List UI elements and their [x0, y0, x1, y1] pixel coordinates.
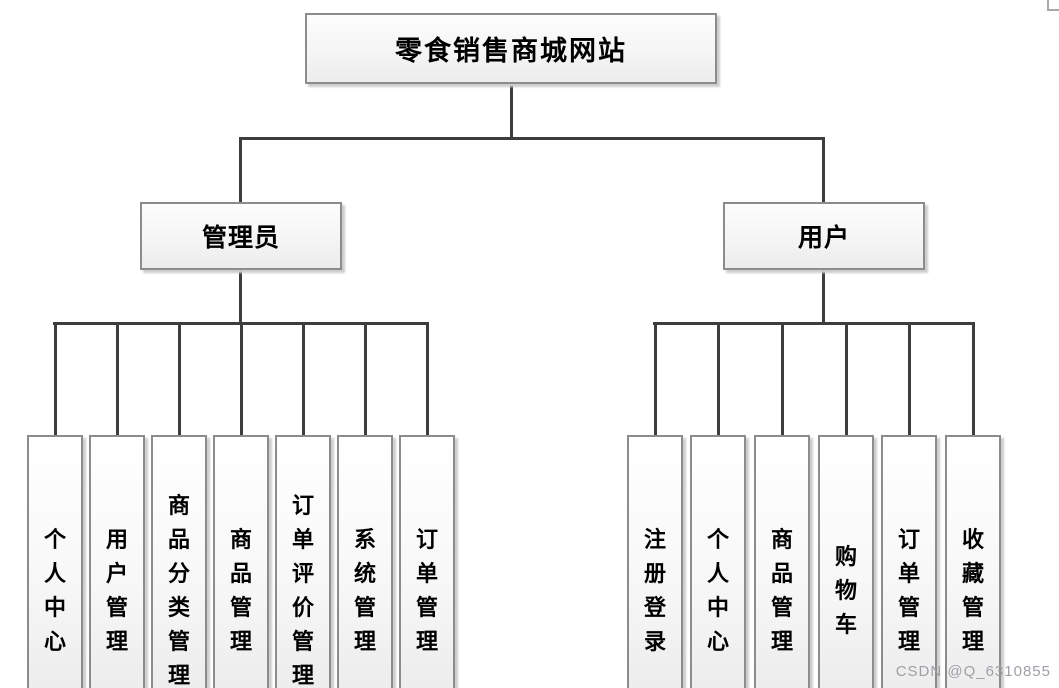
window-corner-mark	[1047, 9, 1059, 11]
leaf-label: 注 册 登 录	[643, 527, 666, 654]
connector-admin-leaf-7	[425, 322, 429, 437]
connector-user-leaf-3	[780, 322, 784, 437]
leaf-node-favorites-management: 收 藏 管 理	[945, 435, 1001, 688]
leaf-label: 商 品 管 理	[770, 527, 793, 654]
leaf-label: 个 人 中 心	[706, 527, 729, 654]
leaf-label: 商 品 管 理	[229, 527, 252, 654]
leaf-node-shopping-cart: 购 物 车	[818, 435, 874, 688]
leaf-node-product-management-admin: 商 品 管 理	[213, 435, 269, 688]
leaf-label: 商 品 分 类 管 理	[167, 493, 190, 688]
leaf-label: 购 物 车	[834, 544, 857, 637]
leaf-label: 收 藏 管 理	[961, 527, 984, 654]
connector-user-leaf-5	[907, 322, 911, 437]
leaf-label: 订 单 管 理	[415, 527, 438, 654]
connector-user-bus	[653, 322, 974, 325]
leaf-label: 订 单 评 价 管 理	[291, 493, 314, 688]
connector-admin-leaf-2	[115, 322, 119, 437]
connector-user-leaf-1	[653, 322, 657, 437]
leaf-label: 订 单 管 理	[897, 527, 920, 654]
leaf-node-personal-center-admin: 个 人 中 心	[27, 435, 83, 688]
leaf-node-register-login: 注 册 登 录	[627, 435, 683, 688]
leaf-node-product-category-management: 商 品 分 类 管 理	[151, 435, 207, 688]
leaf-label: 系 统 管 理	[353, 527, 376, 654]
branch-node-admin-label: 管理员	[201, 225, 280, 252]
connector-user-stem	[822, 269, 825, 325]
watermark: CSDN @Q_6310855	[895, 663, 1051, 680]
connector-admin-leaf-3	[177, 322, 181, 437]
leaf-node-system-management: 系 统 管 理	[337, 435, 393, 688]
connector-root-stem	[510, 84, 513, 140]
leaf-node-product-management-user: 商 品 管 理	[754, 435, 810, 688]
connector-user-leaf-4	[844, 322, 848, 437]
leaf-node-order-management-admin: 订 单 管 理	[399, 435, 455, 688]
branch-node-user-label: 用户	[797, 225, 850, 252]
branch-node-admin: 管理员	[140, 202, 342, 270]
window-corner-mark	[1047, 0, 1049, 10]
leaf-label: 个 人 中 心	[43, 527, 66, 654]
connector-admin-stem	[239, 268, 242, 325]
connector-user-leaf-2	[716, 322, 720, 437]
leaf-node-user-management: 用 户 管 理	[89, 435, 145, 688]
leaf-node-order-management-user: 订 单 管 理	[881, 435, 937, 688]
leaf-label: 用 户 管 理	[105, 527, 128, 654]
connector-admin-leaf-4	[239, 322, 243, 437]
leaf-node-personal-center-user: 个 人 中 心	[690, 435, 746, 688]
connector-user-leaf-6	[971, 322, 975, 437]
root-node: 零食销售商城网站	[305, 13, 717, 84]
connector-admin-drop	[239, 137, 242, 205]
connector-admin-leaf-6	[363, 322, 367, 437]
leaf-node-order-review-management: 订 单 评 价 管 理	[275, 435, 331, 688]
connector-user-drop	[822, 137, 825, 205]
connector-admin-leaf-5	[301, 322, 305, 437]
connector-main-bus	[239, 137, 825, 140]
root-node-label: 零食销售商城网站	[395, 36, 627, 66]
branch-node-user: 用户	[723, 202, 925, 270]
connector-admin-leaf-1	[53, 322, 57, 437]
